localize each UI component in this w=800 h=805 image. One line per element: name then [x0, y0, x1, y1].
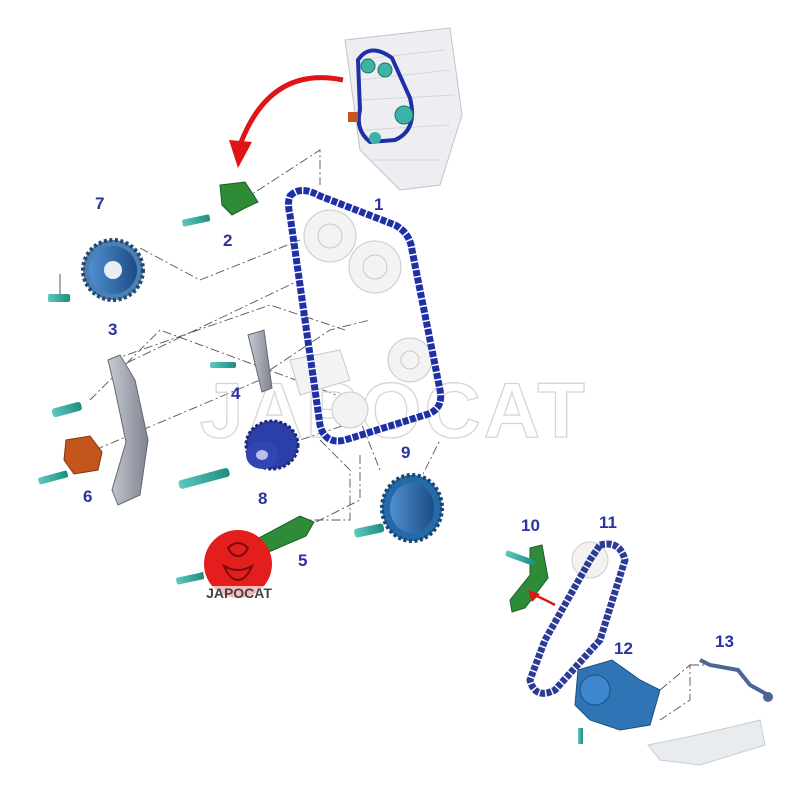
callout-11: 11	[599, 513, 617, 532]
background-sprockets	[289, 209, 433, 429]
callout-13: 13	[715, 632, 734, 651]
callout-10: 10	[521, 516, 540, 535]
oil-pump-guide-10	[505, 544, 556, 613]
oil-pipe-13	[699, 658, 773, 702]
callout-1: 1	[374, 195, 384, 214]
callout-7: 7	[95, 194, 105, 213]
chain-tensioner-6	[38, 435, 103, 485]
callout-12: 12	[614, 639, 633, 658]
upper-fixed-guide-4	[210, 329, 273, 393]
callout-4: 4	[231, 384, 241, 403]
svg-text:JAPOCAT: JAPOCAT	[206, 585, 272, 601]
engine-block-inset	[344, 27, 463, 191]
tensioner-rail-3	[51, 354, 149, 506]
callout-5: 5	[298, 551, 308, 570]
camshaft-sprocket-7	[48, 238, 145, 302]
upper-guide-2	[182, 181, 259, 227]
crankshaft-sprocket-8	[178, 419, 300, 489]
timing-chain-1	[285, 187, 445, 445]
japocat-logo: JAPOCAT	[196, 530, 282, 601]
callout-3: 3	[108, 320, 118, 339]
oil-pump-12	[574, 659, 766, 766]
callout-2: 2	[223, 231, 233, 250]
oil-pump-chain-11	[526, 540, 629, 697]
callout-8: 8	[258, 489, 268, 508]
callout-6: 6	[83, 487, 93, 506]
red-curved-arrow	[229, 75, 344, 168]
callout-9: 9	[401, 443, 411, 462]
intermediate-sprocket-9	[354, 473, 444, 543]
